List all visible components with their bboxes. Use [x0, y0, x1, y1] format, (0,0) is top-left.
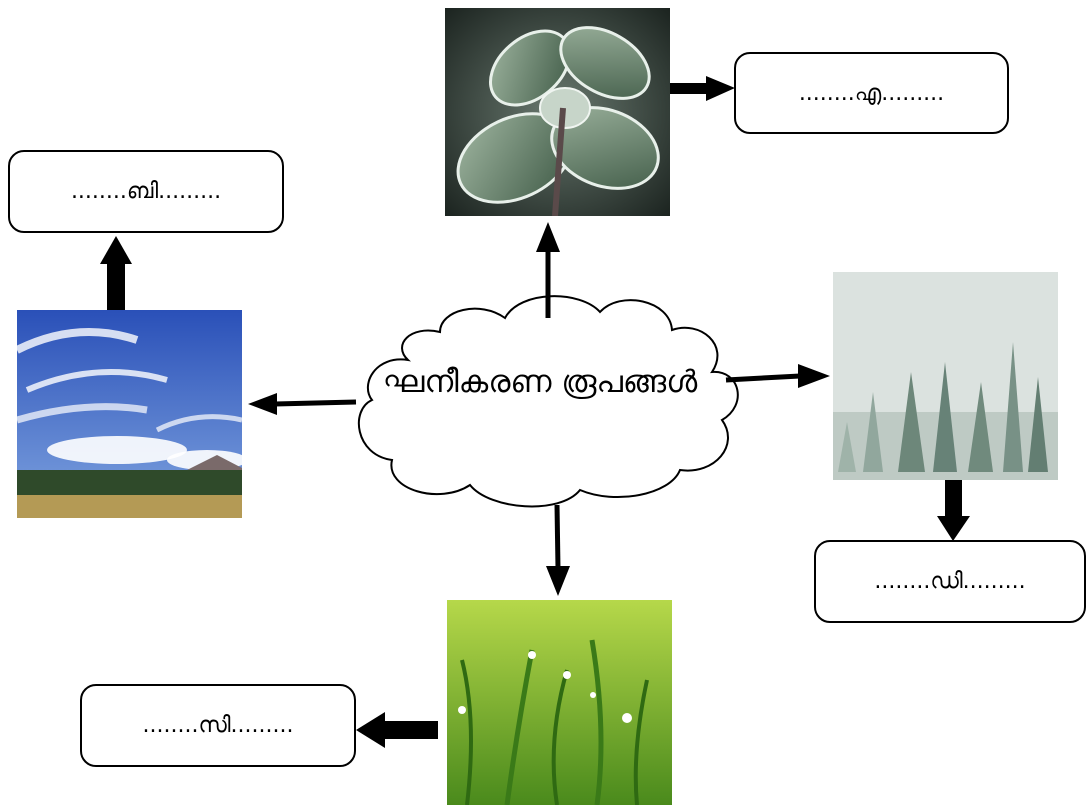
arrow-to-clouds: [248, 393, 357, 415]
arrow-to-frost: [536, 222, 560, 318]
center-label: ഘനീകരണ രൂപങ്ങൾ: [382, 364, 698, 400]
arrow-to-dew: [546, 504, 570, 596]
dew-grass-icon: [447, 600, 672, 805]
answer-box-b[interactable]: ........ബി.........: [8, 150, 284, 233]
answer-box-c[interactable]: ........സി.........: [80, 684, 356, 767]
cirrus-clouds-icon: [17, 310, 242, 518]
cirrus-clouds-image: [17, 310, 242, 518]
answer-box-d[interactable]: ........ഡി.........: [814, 540, 1086, 623]
arrow-to-fog: [725, 364, 830, 388]
arrow-dew-to-c: [356, 712, 438, 748]
arrow-frost-to-a: [670, 76, 735, 101]
frost-leaves-icon: [445, 8, 670, 216]
cloud-shape: [357, 295, 739, 508]
arrow-fog-to-d: [937, 480, 970, 541]
arrow-clouds-to-b: [100, 236, 132, 312]
dew-grass-image: [447, 600, 672, 805]
foggy-forest-icon: [833, 272, 1058, 480]
answer-box-a[interactable]: ........എ.........: [734, 52, 1009, 134]
frost-leaves-image: [445, 8, 670, 216]
foggy-forest-image: [833, 272, 1058, 480]
